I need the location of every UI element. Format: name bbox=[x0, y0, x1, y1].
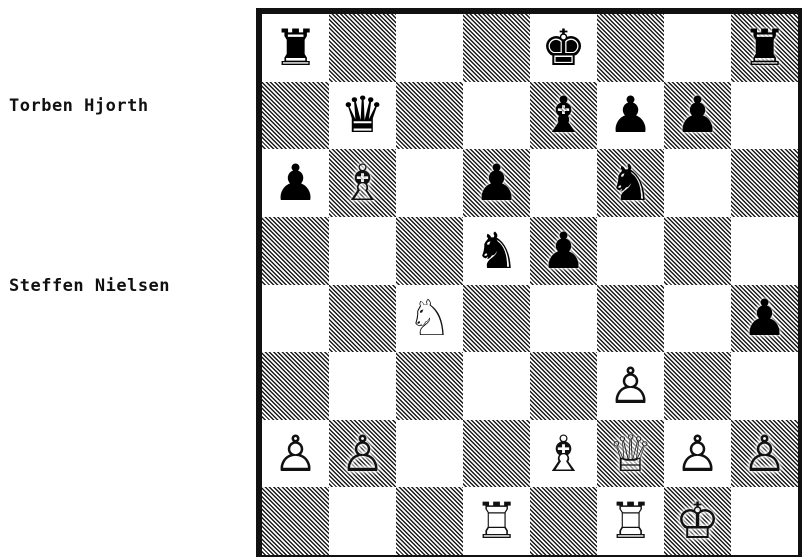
player-name-white: Steffen Nielsen bbox=[9, 276, 170, 296]
square-h7[interactable] bbox=[731, 82, 798, 150]
square-d1[interactable]: ♖ bbox=[463, 487, 530, 555]
square-b7[interactable]: ♛ bbox=[329, 82, 396, 150]
square-e4[interactable] bbox=[530, 285, 597, 353]
square-f1[interactable]: ♖ bbox=[597, 487, 664, 555]
black-rook-icon[interactable]: ♜ bbox=[273, 23, 318, 73]
square-a8[interactable]: ♜ bbox=[262, 14, 329, 82]
square-h4[interactable]: ♟ bbox=[731, 285, 798, 353]
square-h6[interactable] bbox=[731, 149, 798, 217]
square-b3[interactable] bbox=[329, 352, 396, 420]
white-rook-icon[interactable]: ♖ bbox=[474, 496, 519, 546]
square-h1[interactable] bbox=[731, 487, 798, 555]
square-h5[interactable] bbox=[731, 217, 798, 285]
square-g4[interactable] bbox=[664, 285, 731, 353]
square-h8[interactable]: ♜ bbox=[731, 14, 798, 82]
square-c8[interactable] bbox=[396, 14, 463, 82]
square-f2[interactable]: ♕ bbox=[597, 420, 664, 488]
chess-board: ♜ ♚ ♜ ♛ ♝ ♟ ♟ ♟ ♗ ♟ ♞ ♞ ♟ ♘ ♟ ♙ ♙ ♙ ♗ ♕ ♙ ♙ ♖ ♖ ♔ bbox=[256, 8, 802, 557]
square-c5[interactable] bbox=[396, 217, 463, 285]
square-e2[interactable]: ♗ bbox=[530, 420, 597, 488]
square-d7[interactable] bbox=[463, 82, 530, 150]
square-e7[interactable]: ♝ bbox=[530, 82, 597, 150]
square-g7[interactable]: ♟ bbox=[664, 82, 731, 150]
black-pawn-icon[interactable]: ♟ bbox=[675, 90, 720, 140]
square-e6[interactable] bbox=[530, 149, 597, 217]
square-b6[interactable]: ♗ bbox=[329, 149, 396, 217]
square-e8[interactable]: ♚ bbox=[530, 14, 597, 82]
square-f4[interactable] bbox=[597, 285, 664, 353]
square-h3[interactable] bbox=[731, 352, 798, 420]
square-a2[interactable]: ♙ bbox=[262, 420, 329, 488]
square-d3[interactable] bbox=[463, 352, 530, 420]
white-bishop-icon[interactable]: ♗ bbox=[340, 158, 385, 208]
square-f7[interactable]: ♟ bbox=[597, 82, 664, 150]
square-c6[interactable] bbox=[396, 149, 463, 217]
square-d6[interactable]: ♟ bbox=[463, 149, 530, 217]
square-c4[interactable]: ♘ bbox=[396, 285, 463, 353]
square-g8[interactable] bbox=[664, 14, 731, 82]
black-pawn-icon[interactable]: ♟ bbox=[742, 293, 787, 343]
square-h2[interactable]: ♙ bbox=[731, 420, 798, 488]
square-b8[interactable] bbox=[329, 14, 396, 82]
black-knight-icon[interactable]: ♞ bbox=[474, 226, 519, 276]
square-c7[interactable] bbox=[396, 82, 463, 150]
square-g3[interactable] bbox=[664, 352, 731, 420]
white-queen-icon[interactable]: ♕ bbox=[608, 429, 653, 479]
square-a3[interactable] bbox=[262, 352, 329, 420]
square-a1[interactable] bbox=[262, 487, 329, 555]
square-g5[interactable] bbox=[664, 217, 731, 285]
square-d2[interactable] bbox=[463, 420, 530, 488]
square-g1[interactable]: ♔ bbox=[664, 487, 731, 555]
square-g6[interactable] bbox=[664, 149, 731, 217]
black-queen-icon[interactable]: ♛ bbox=[340, 90, 385, 140]
white-knight-icon[interactable]: ♘ bbox=[407, 293, 452, 343]
square-c3[interactable] bbox=[396, 352, 463, 420]
square-a7[interactable] bbox=[262, 82, 329, 150]
square-g2[interactable]: ♙ bbox=[664, 420, 731, 488]
black-pawn-icon[interactable]: ♟ bbox=[608, 90, 653, 140]
white-pawn-icon[interactable]: ♙ bbox=[608, 361, 653, 411]
square-b1[interactable] bbox=[329, 487, 396, 555]
black-king-icon[interactable]: ♚ bbox=[541, 23, 586, 73]
player-name-black: Torben Hjorth bbox=[9, 96, 149, 116]
square-f6[interactable]: ♞ bbox=[597, 149, 664, 217]
square-d8[interactable] bbox=[463, 14, 530, 82]
white-pawn-icon[interactable]: ♙ bbox=[340, 429, 385, 479]
white-bishop-icon[interactable]: ♗ bbox=[541, 429, 586, 479]
black-pawn-icon[interactable]: ♟ bbox=[541, 226, 586, 276]
black-knight-icon[interactable]: ♞ bbox=[608, 158, 653, 208]
square-b4[interactable] bbox=[329, 285, 396, 353]
white-pawn-icon[interactable]: ♙ bbox=[675, 429, 720, 479]
square-c1[interactable] bbox=[396, 487, 463, 555]
square-f5[interactable] bbox=[597, 217, 664, 285]
black-pawn-icon[interactable]: ♟ bbox=[474, 158, 519, 208]
square-b2[interactable]: ♙ bbox=[329, 420, 396, 488]
square-a4[interactable] bbox=[262, 285, 329, 353]
black-bishop-icon[interactable]: ♝ bbox=[541, 90, 586, 140]
black-pawn-icon[interactable]: ♟ bbox=[273, 158, 318, 208]
square-c2[interactable] bbox=[396, 420, 463, 488]
square-f8[interactable] bbox=[597, 14, 664, 82]
square-b5[interactable] bbox=[329, 217, 396, 285]
square-a6[interactable]: ♟ bbox=[262, 149, 329, 217]
square-d4[interactable] bbox=[463, 285, 530, 353]
square-f3[interactable]: ♙ bbox=[597, 352, 664, 420]
white-pawn-icon[interactable]: ♙ bbox=[273, 429, 318, 479]
square-a5[interactable] bbox=[262, 217, 329, 285]
square-e1[interactable] bbox=[530, 487, 597, 555]
square-d5[interactable]: ♞ bbox=[463, 217, 530, 285]
square-e5[interactable]: ♟ bbox=[530, 217, 597, 285]
black-rook-icon[interactable]: ♜ bbox=[742, 23, 787, 73]
white-pawn-icon[interactable]: ♙ bbox=[742, 429, 787, 479]
square-e3[interactable] bbox=[530, 352, 597, 420]
white-rook-icon[interactable]: ♖ bbox=[608, 496, 653, 546]
white-king-icon[interactable]: ♔ bbox=[675, 496, 720, 546]
